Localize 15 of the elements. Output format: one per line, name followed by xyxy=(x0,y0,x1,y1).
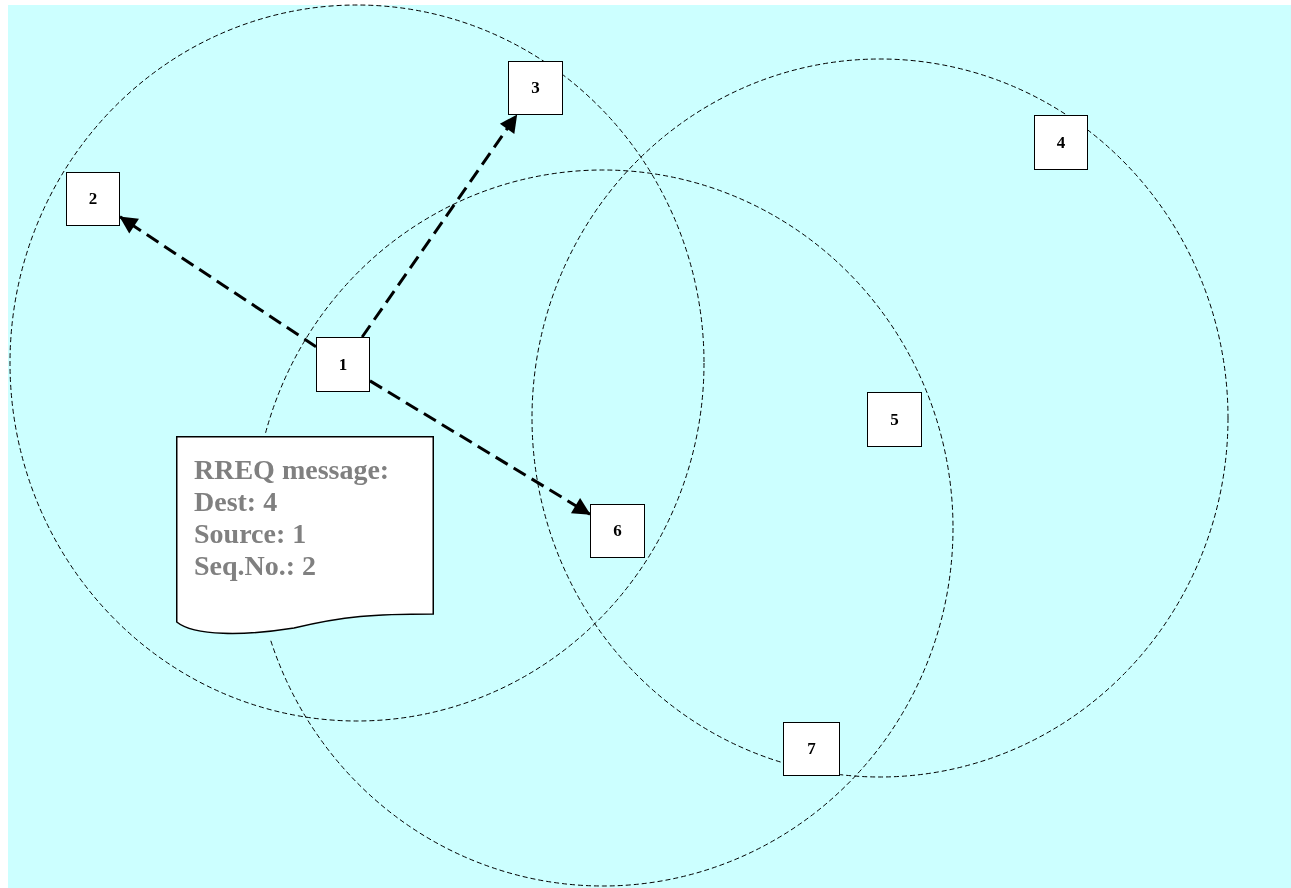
node-box: 4 xyxy=(1034,115,1088,170)
node-box: 1 xyxy=(316,337,370,392)
dashed-arrow xyxy=(360,114,518,338)
note-text: Source: 1 xyxy=(194,518,308,550)
message-note xyxy=(176,436,434,636)
node-box: 6 xyxy=(590,504,645,558)
note-text: Dest: 4 xyxy=(194,486,279,518)
node-box: 3 xyxy=(508,61,563,115)
node-box: 5 xyxy=(867,392,922,447)
note-text: Seq.No.: 2 xyxy=(194,550,318,582)
dashed-arrow xyxy=(119,215,317,348)
node-box: 2 xyxy=(66,172,120,226)
dashed-arrow xyxy=(369,379,591,516)
note-text: RREQ message: xyxy=(194,454,391,486)
node-box: 7 xyxy=(783,722,840,776)
